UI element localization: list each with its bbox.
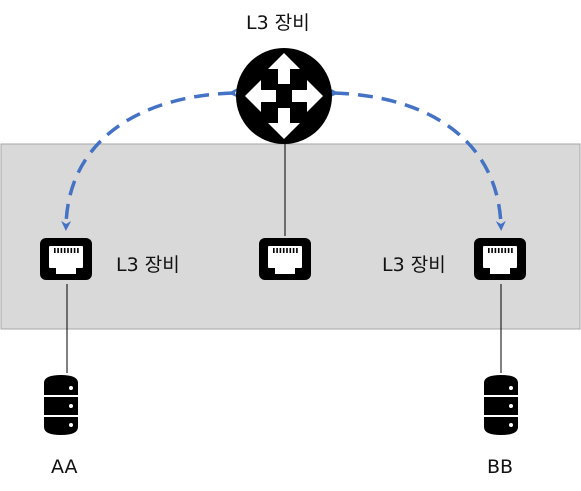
router-icon <box>236 48 332 144</box>
database-server-icon-bb <box>484 375 518 435</box>
left-dashed-arc <box>61 87 239 231</box>
router-label: L3 장비 <box>246 12 310 34</box>
server-bb-label: BB <box>487 456 514 478</box>
ethernet-port-icon-left <box>40 238 92 280</box>
ethernet-port-icon-right <box>474 238 526 280</box>
ethernet-port-icon-center <box>259 238 311 280</box>
server-aa-label: AA <box>51 456 78 478</box>
database-server-icon-aa <box>44 375 78 435</box>
switch-left-label: L3 장비 <box>116 254 180 276</box>
switch-right-label: L3 장비 <box>382 254 446 276</box>
network-panel <box>0 143 581 330</box>
right-dashed-arc <box>328 87 506 231</box>
